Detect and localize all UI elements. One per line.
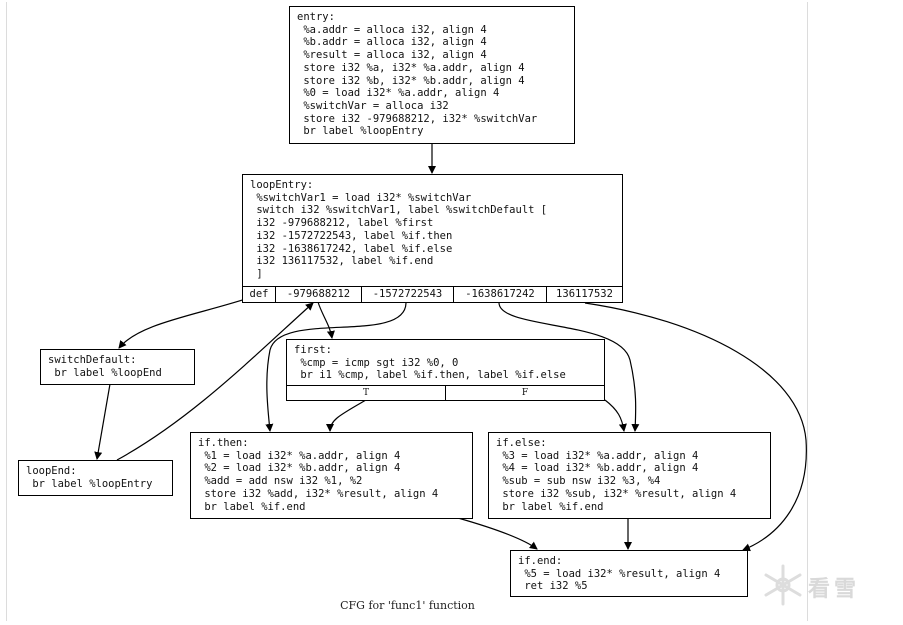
edge-switchdefault-loopend (94, 383, 111, 460)
node-if-else: if.else: %3 = load i32* %a.addr, align 4… (488, 432, 771, 519)
port-true: T (287, 386, 446, 400)
node-entry: entry: %a.addr = alloca i32, align 4 %b.… (289, 6, 575, 144)
snowflake-icon (764, 564, 802, 606)
edge-true-ifthen (326, 399, 367, 432)
node-loop-entry: loopEntry: %switchVar1 = load i32* %swit… (242, 174, 623, 303)
watermark-text: 看雪 (808, 577, 861, 602)
port-if-end: 136117532 (556, 288, 613, 300)
first-ports: T F (287, 385, 604, 400)
port-first: -979688212 (276, 287, 362, 302)
node-loop-end-code: loopEnd: br label %loopEntry (26, 465, 153, 490)
edge-first-port (317, 301, 335, 339)
port-if-then: -1572722543 (362, 287, 454, 302)
edge-ifthen-ifend (457, 517, 538, 550)
node-switch-default-code: switchDefault: br label %loopEnd (48, 354, 162, 379)
edge-def-switchdefault (118, 294, 259, 349)
diagram-caption: CFG for 'func1' function (340, 599, 475, 612)
node-if-then: if.then: %1 = load i32* %a.addr, align 4… (190, 432, 473, 519)
node-first-code: first: %cmp = icmp sgt i32 %0, 0 br i1 %… (294, 344, 566, 382)
node-loop-entry-code: loopEntry: %switchVar1 = load i32* %swit… (250, 179, 548, 280)
port-if-else: -1638617242 (454, 287, 547, 302)
node-if-then-code: if.then: %1 = load i32* %a.addr, align 4… (198, 437, 439, 513)
node-if-end: if.end: %5 = load i32* %result, align 4 … (510, 550, 748, 597)
node-if-else-code: if.else: %3 = load i32* %a.addr, align 4… (496, 437, 737, 513)
diagram-frame (6, 2, 808, 621)
edge-ifthen-port (265, 302, 407, 432)
port-false: F (521, 388, 529, 398)
edge-loopend-loopentry (116, 302, 314, 461)
edge-ifelse-port (498, 302, 640, 432)
node-loop-end: loopEnd: br label %loopEntry (18, 460, 173, 496)
edge-ifend-port (584, 302, 807, 552)
node-switch-default: switchDefault: br label %loopEnd (40, 349, 195, 385)
watermark: 看雪 (756, 560, 896, 610)
edge-false-ifelse (604, 399, 627, 432)
node-first: first: %cmp = icmp sgt i32 %0, 0 br i1 %… (286, 339, 605, 401)
node-entry-code: entry: %a.addr = alloca i32, align 4 %b.… (297, 11, 538, 138)
node-if-end-code: if.end: %5 = load i32* %result, align 4 … (518, 555, 721, 593)
loop-entry-ports: def -979688212 -1572722543 -1638617242 1… (243, 286, 622, 302)
port-def: def (243, 287, 276, 302)
